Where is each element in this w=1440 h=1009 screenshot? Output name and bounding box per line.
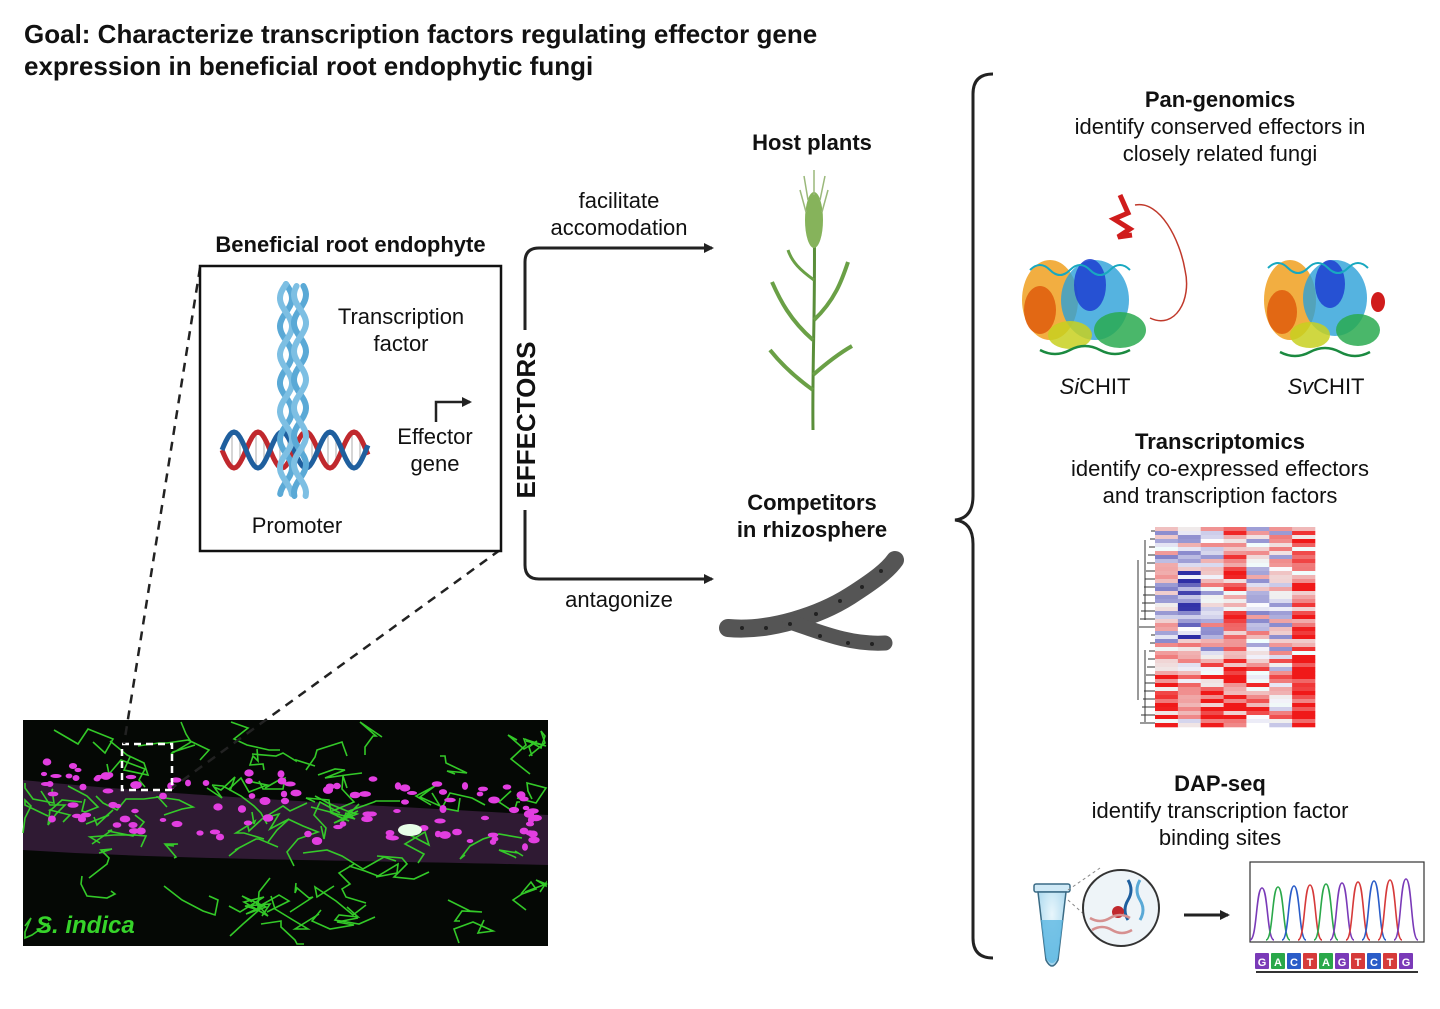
pan-genomics-heading: Pan-genomics — [1144, 87, 1296, 112]
transcription-factor-icon — [276, 281, 310, 499]
base-letter: T — [1355, 957, 1362, 969]
micrograph-label: S. indica — [36, 912, 135, 939]
tss-arrow-icon — [434, 397, 472, 422]
arrow-to-competitors — [523, 510, 714, 584]
endophyte-heading: Beneficial root endophyte — [215, 232, 486, 257]
protein-structure-sichit — [1022, 193, 1188, 356]
base-letter: T — [1307, 957, 1314, 969]
tube-icon — [1033, 883, 1071, 967]
sichit-label: SiCHIT — [1059, 374, 1131, 399]
protein-structure-svchit — [1264, 260, 1385, 358]
endophyte-box — [198, 264, 503, 553]
effectors-label: EFFECTORS — [511, 341, 541, 499]
pan-genomics-block: Pan-genomics identify conserved effector… — [1030, 86, 1410, 167]
base-letter: C — [1370, 957, 1378, 969]
transcriptomics-heading: Transcriptomics — [1135, 429, 1305, 454]
base-letter: G — [1402, 957, 1411, 969]
dap-seq-heading: DAP-seq — [1174, 771, 1266, 796]
arrow-to-host — [523, 243, 714, 330]
competitor-fungus-icon — [719, 551, 904, 651]
base-letter: A — [1274, 957, 1282, 969]
antagonize-label: antagonize — [565, 587, 673, 612]
grouping-brace — [954, 72, 994, 960]
transcriptomics-block: Transcriptomics identify co-expressed ef… — [1030, 428, 1410, 509]
dap-seq-block: DAP-seq identify transcription factor bi… — [1030, 770, 1410, 851]
zoom-line-left — [122, 267, 202, 745]
tf-label: Transcription factor — [337, 304, 465, 356]
base-letter: G — [1258, 957, 1267, 969]
title-line-1: Goal: Characterize transcription factors… — [24, 19, 818, 49]
svchit-label: SvCHIT — [1287, 374, 1365, 399]
binding-zoom-icon — [1082, 869, 1160, 947]
effector-gene-label: Effector gene — [397, 424, 473, 476]
plant-icon — [768, 170, 854, 431]
micrograph — [22, 720, 549, 946]
base-letter: T — [1387, 957, 1394, 969]
base-letter: G — [1338, 957, 1347, 969]
zoom-region — [120, 742, 174, 792]
base-letter: A — [1322, 957, 1330, 969]
promoter-label: Promoter — [251, 513, 343, 538]
facilitate-label: facilitate accomodation — [550, 188, 688, 240]
zoom-line-right — [171, 548, 501, 790]
competitors-label: Competitors in rhizosphere — [736, 490, 888, 542]
page-title: Goal: Characterize transcription factors… — [24, 18, 904, 82]
title-line-2: expression in beneficial root endophytic… — [24, 51, 594, 81]
base-letter: C — [1290, 957, 1298, 969]
host-plants-label: Host plants — [752, 130, 872, 155]
heatmap — [1137, 527, 1316, 728]
